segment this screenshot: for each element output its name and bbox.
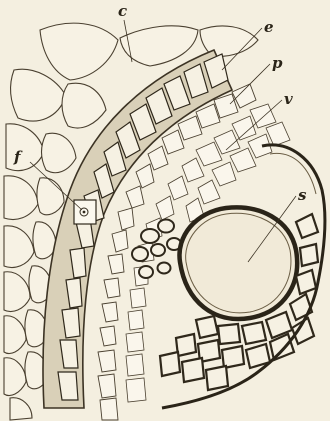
label-s: s: [298, 186, 307, 204]
large-xylem-vessel: [179, 207, 297, 319]
passage-cell: [74, 200, 96, 224]
label-e: e: [264, 18, 274, 36]
label-p: p: [272, 54, 283, 72]
label-v: v: [284, 90, 293, 108]
label-c: c: [118, 2, 127, 20]
